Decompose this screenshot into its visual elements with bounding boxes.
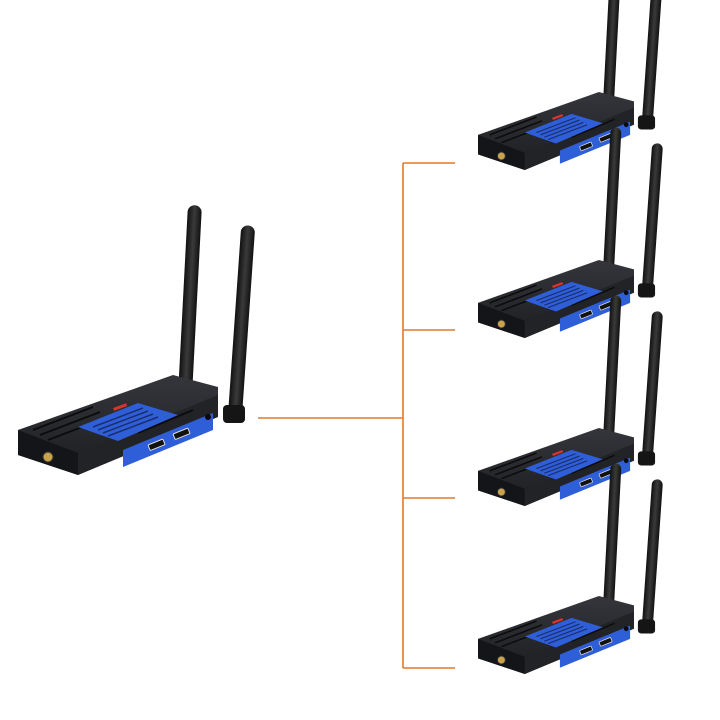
connector-lines (258, 162, 455, 669)
transmitter-device (17, 203, 257, 476)
devices (17, 0, 664, 675)
receiver-device-1 (477, 0, 664, 171)
